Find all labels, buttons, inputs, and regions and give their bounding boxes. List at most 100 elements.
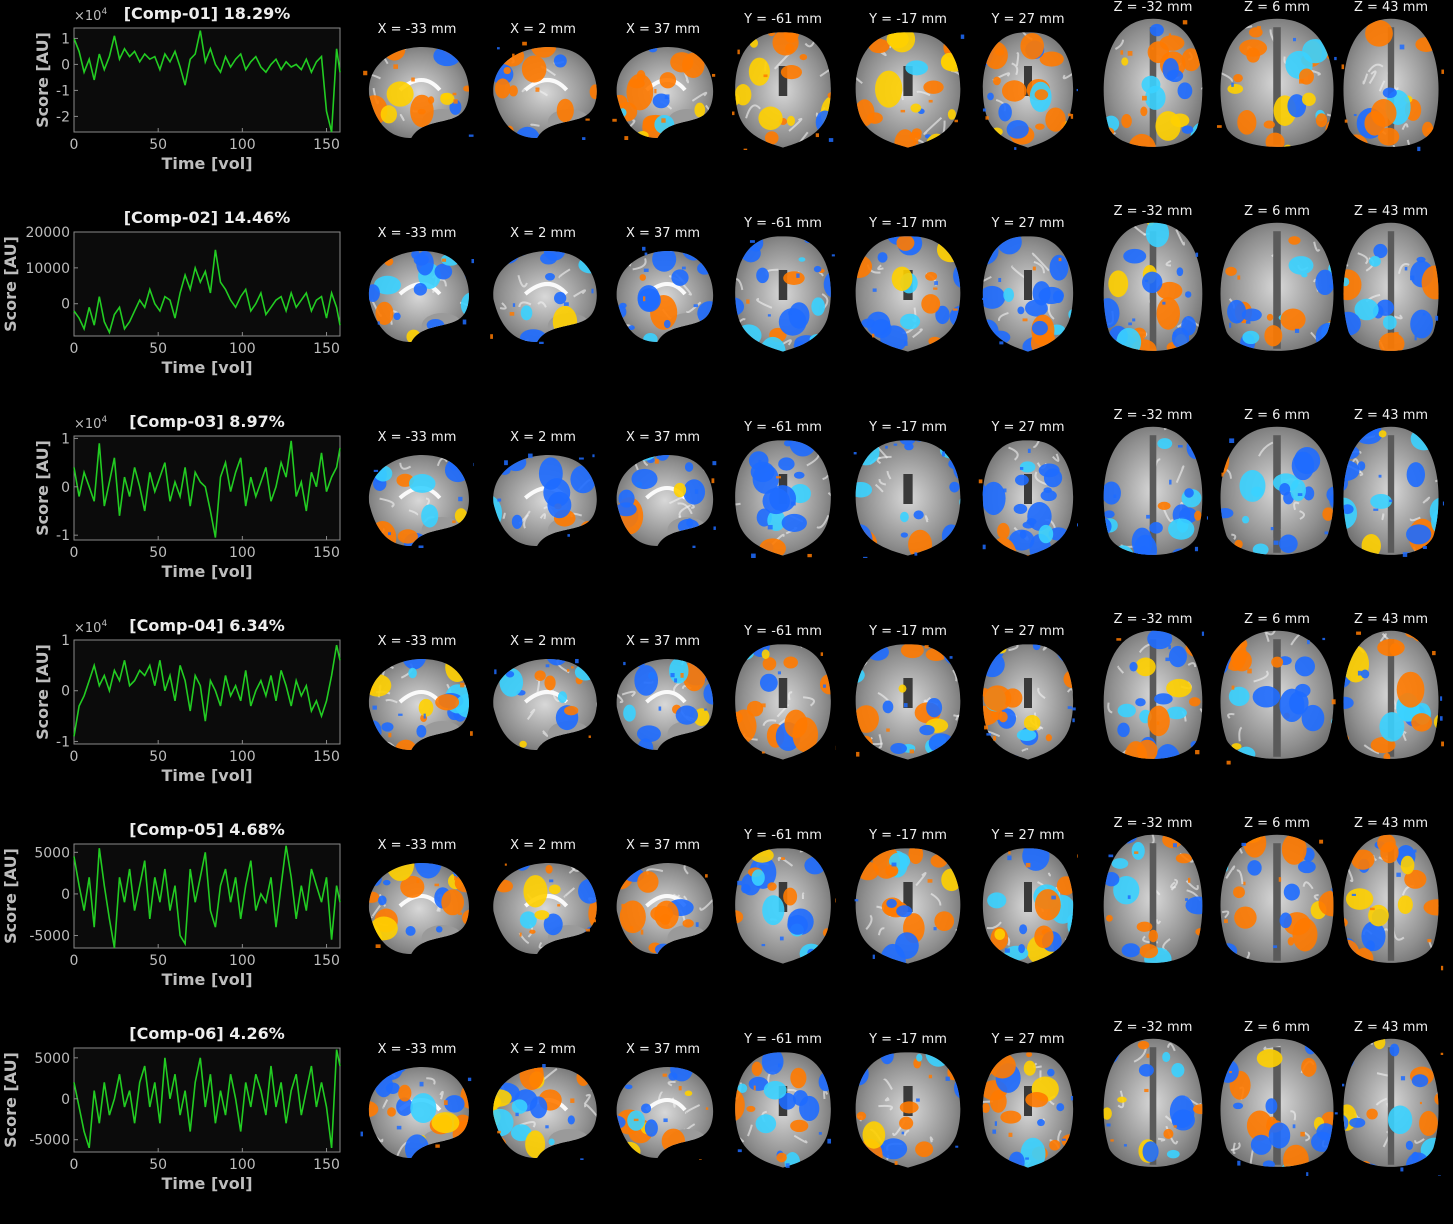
negative-activation [1020,461,1036,472]
negative-activation [1239,554,1258,564]
positive-activation [454,126,471,140]
negative-activation [1014,504,1028,514]
negative-activation [1154,693,1173,704]
negative-activation [1370,494,1392,509]
negative-activation [641,1103,651,1113]
positive-activation [1362,534,1381,558]
positive-activation [899,685,907,693]
negative-activation [1316,339,1335,352]
sagittal-brain-slice [484,244,602,344]
negative-activation [1429,1159,1444,1176]
positive-activation [435,694,459,710]
negative-activation [631,469,657,489]
slice-coordinate-label: Y = 27 mm [968,624,1088,640]
positive-activation [1160,35,1185,51]
negative-activation [1143,1141,1159,1162]
positive-activation [654,901,678,929]
positive-activation [814,438,831,450]
positive-activation [994,929,1005,940]
positive-activation [990,1090,1007,1113]
negative-activation [623,705,636,722]
negative-activation [883,701,894,714]
y-tick-label: 1 [61,431,70,447]
negative-activation [810,334,827,345]
positive-activation [758,107,782,130]
coronal-brain-slice [730,642,836,762]
negative-activation [485,652,508,671]
x-tick-label: 0 [70,1157,79,1173]
positive-activation [1056,846,1078,862]
negative-activation [484,936,501,952]
negative-activation [878,252,888,263]
negative-activation [627,449,644,462]
positive-activation [1140,107,1147,117]
negative-activation [499,464,511,475]
positive-activation [1326,1037,1339,1054]
negative-activation [1290,479,1306,501]
negative-activation [1253,544,1269,556]
negative-activation [366,284,380,302]
positive-activation [822,944,836,962]
negative-activation [365,1149,373,1160]
positive-activation [612,95,628,109]
slice-coordinate-label: X = 2 mm [483,634,603,650]
positive-activation [982,1103,990,1113]
positive-activation [495,880,513,893]
negative-activation [762,895,784,925]
negative-activation [1171,1063,1184,1077]
negative-activation [1139,1064,1154,1077]
slice-coordinate-label: Z = -32 mm [1093,1020,1213,1036]
negative-activation [978,745,995,757]
positive-activation [683,919,694,927]
negative-activation [819,446,834,460]
positive-activation [762,649,770,659]
positive-activation [1351,849,1374,869]
negative-activation [741,884,751,893]
negative-activation [1172,548,1188,560]
y-tick-label: -1 [56,83,70,99]
positive-activation [921,294,940,314]
negative-activation [756,1114,777,1133]
positive-activation [1035,89,1049,100]
coronal-brain-slice [978,642,1078,762]
slice-coordinate-label: Y = -17 mm [848,12,968,28]
x-axis-label: Time [vol] [161,970,252,989]
positive-activation [875,71,902,108]
x-tick-label: 100 [229,137,256,153]
sagittal-brain-slice [608,244,718,344]
positive-activation [1383,753,1390,761]
positive-activation [1377,834,1396,853]
slice-coordinate-label: X = -33 mm [357,1042,477,1058]
negative-activation [1383,87,1397,98]
positive-activation [863,1121,886,1148]
positive-activation [612,253,621,264]
negative-activation [1266,1098,1278,1114]
negative-activation [638,288,661,312]
negative-activation [516,245,528,256]
negative-activation [1026,518,1036,525]
slice-coordinate-label: X = -33 mm [357,430,477,446]
negative-activation [1217,508,1234,518]
positive-activation [783,888,797,906]
positive-activation [364,674,392,697]
positive-activation [506,126,514,136]
negative-activation [850,333,866,354]
positive-activation [1000,1111,1021,1124]
negative-activation [811,297,825,315]
negative-activation [625,1084,633,1089]
positive-activation [931,854,948,867]
negative-activation [1103,872,1119,886]
y-tick-label: 5000 [34,1051,70,1067]
axial-brain-slice [1098,220,1208,360]
negative-activation [807,949,815,957]
positive-activation [909,132,921,141]
positive-activation [1390,643,1401,655]
negative-activation [570,465,595,493]
negative-activation [998,103,1011,121]
positive-activation [685,1091,693,1097]
negative-activation [814,266,822,272]
slice-coordinate-label: Z = 43 mm [1331,204,1451,220]
positive-activation [1062,1134,1078,1147]
negative-activation [982,482,1006,515]
